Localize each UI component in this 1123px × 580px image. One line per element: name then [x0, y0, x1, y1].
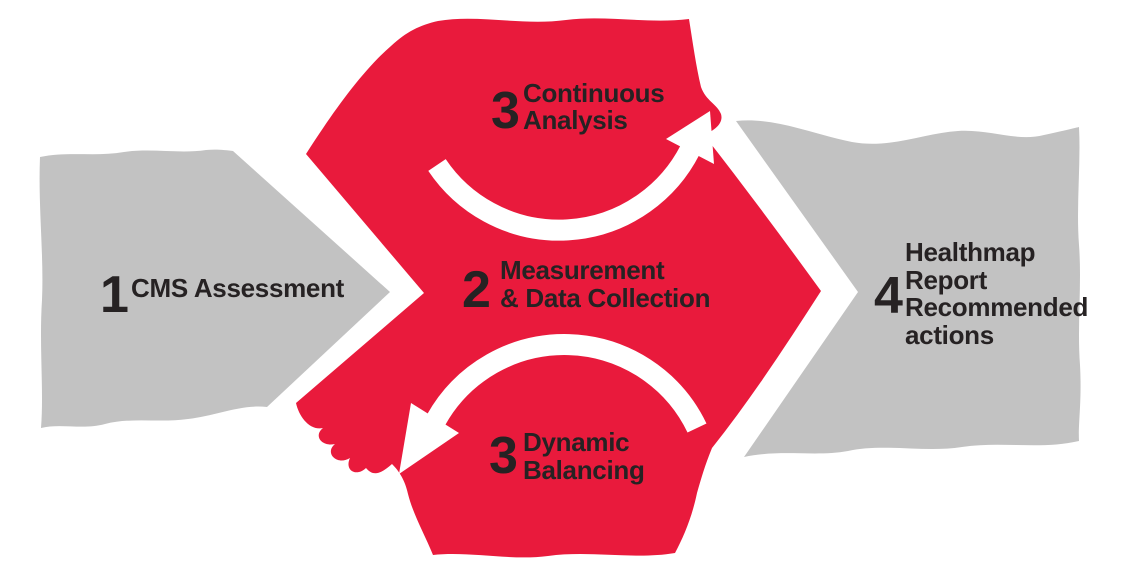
cycle-arc-top-arrowhead: [666, 111, 714, 164]
cycle-arc-top: [428, 145, 700, 241]
step-4-label: Healthmap Report Recommended actions: [905, 237, 1089, 351]
step-3-bottom-label-line: Dynamic: [523, 427, 630, 457]
step-1-label: CMS Assessment: [131, 274, 344, 302]
step-3-top-label-line: Continuous: [523, 78, 665, 108]
step-4-label-line: Healthmap: [905, 237, 1036, 267]
step-2-number: 2: [462, 261, 491, 319]
step-1-number: 1: [100, 266, 129, 324]
step-1-label-line: CMS Assessment: [131, 273, 345, 303]
cycle-arc-bottom: [426, 334, 707, 433]
step-4-label-line: actions: [905, 320, 994, 351]
step-4-number: 4: [874, 267, 903, 325]
step-2-label-line: Measurement: [500, 255, 665, 285]
cycle-arc-bottom-arrowhead: [399, 403, 459, 474]
step-3-bottom-number: 3: [489, 427, 518, 485]
step4-arrow-shape: [736, 120, 1081, 457]
step-3-bottom-label-line: Balancing: [523, 455, 645, 485]
step-3-top-label-line: Analysis: [523, 105, 628, 135]
step-3-top-number: 3: [491, 82, 520, 140]
step1-arrow-shape: [39, 149, 390, 428]
step-3-top-label: Continuous Analysis: [523, 78, 665, 135]
step-4-label-line: Report: [905, 264, 987, 295]
step-2-label-line: & Data Collection: [500, 283, 711, 313]
step-3-bottom-label: Dynamic Balancing: [523, 428, 645, 484]
step-4-label-line: Recommended: [905, 292, 1089, 323]
step-2-label: Measurement & Data Collection: [500, 256, 710, 312]
